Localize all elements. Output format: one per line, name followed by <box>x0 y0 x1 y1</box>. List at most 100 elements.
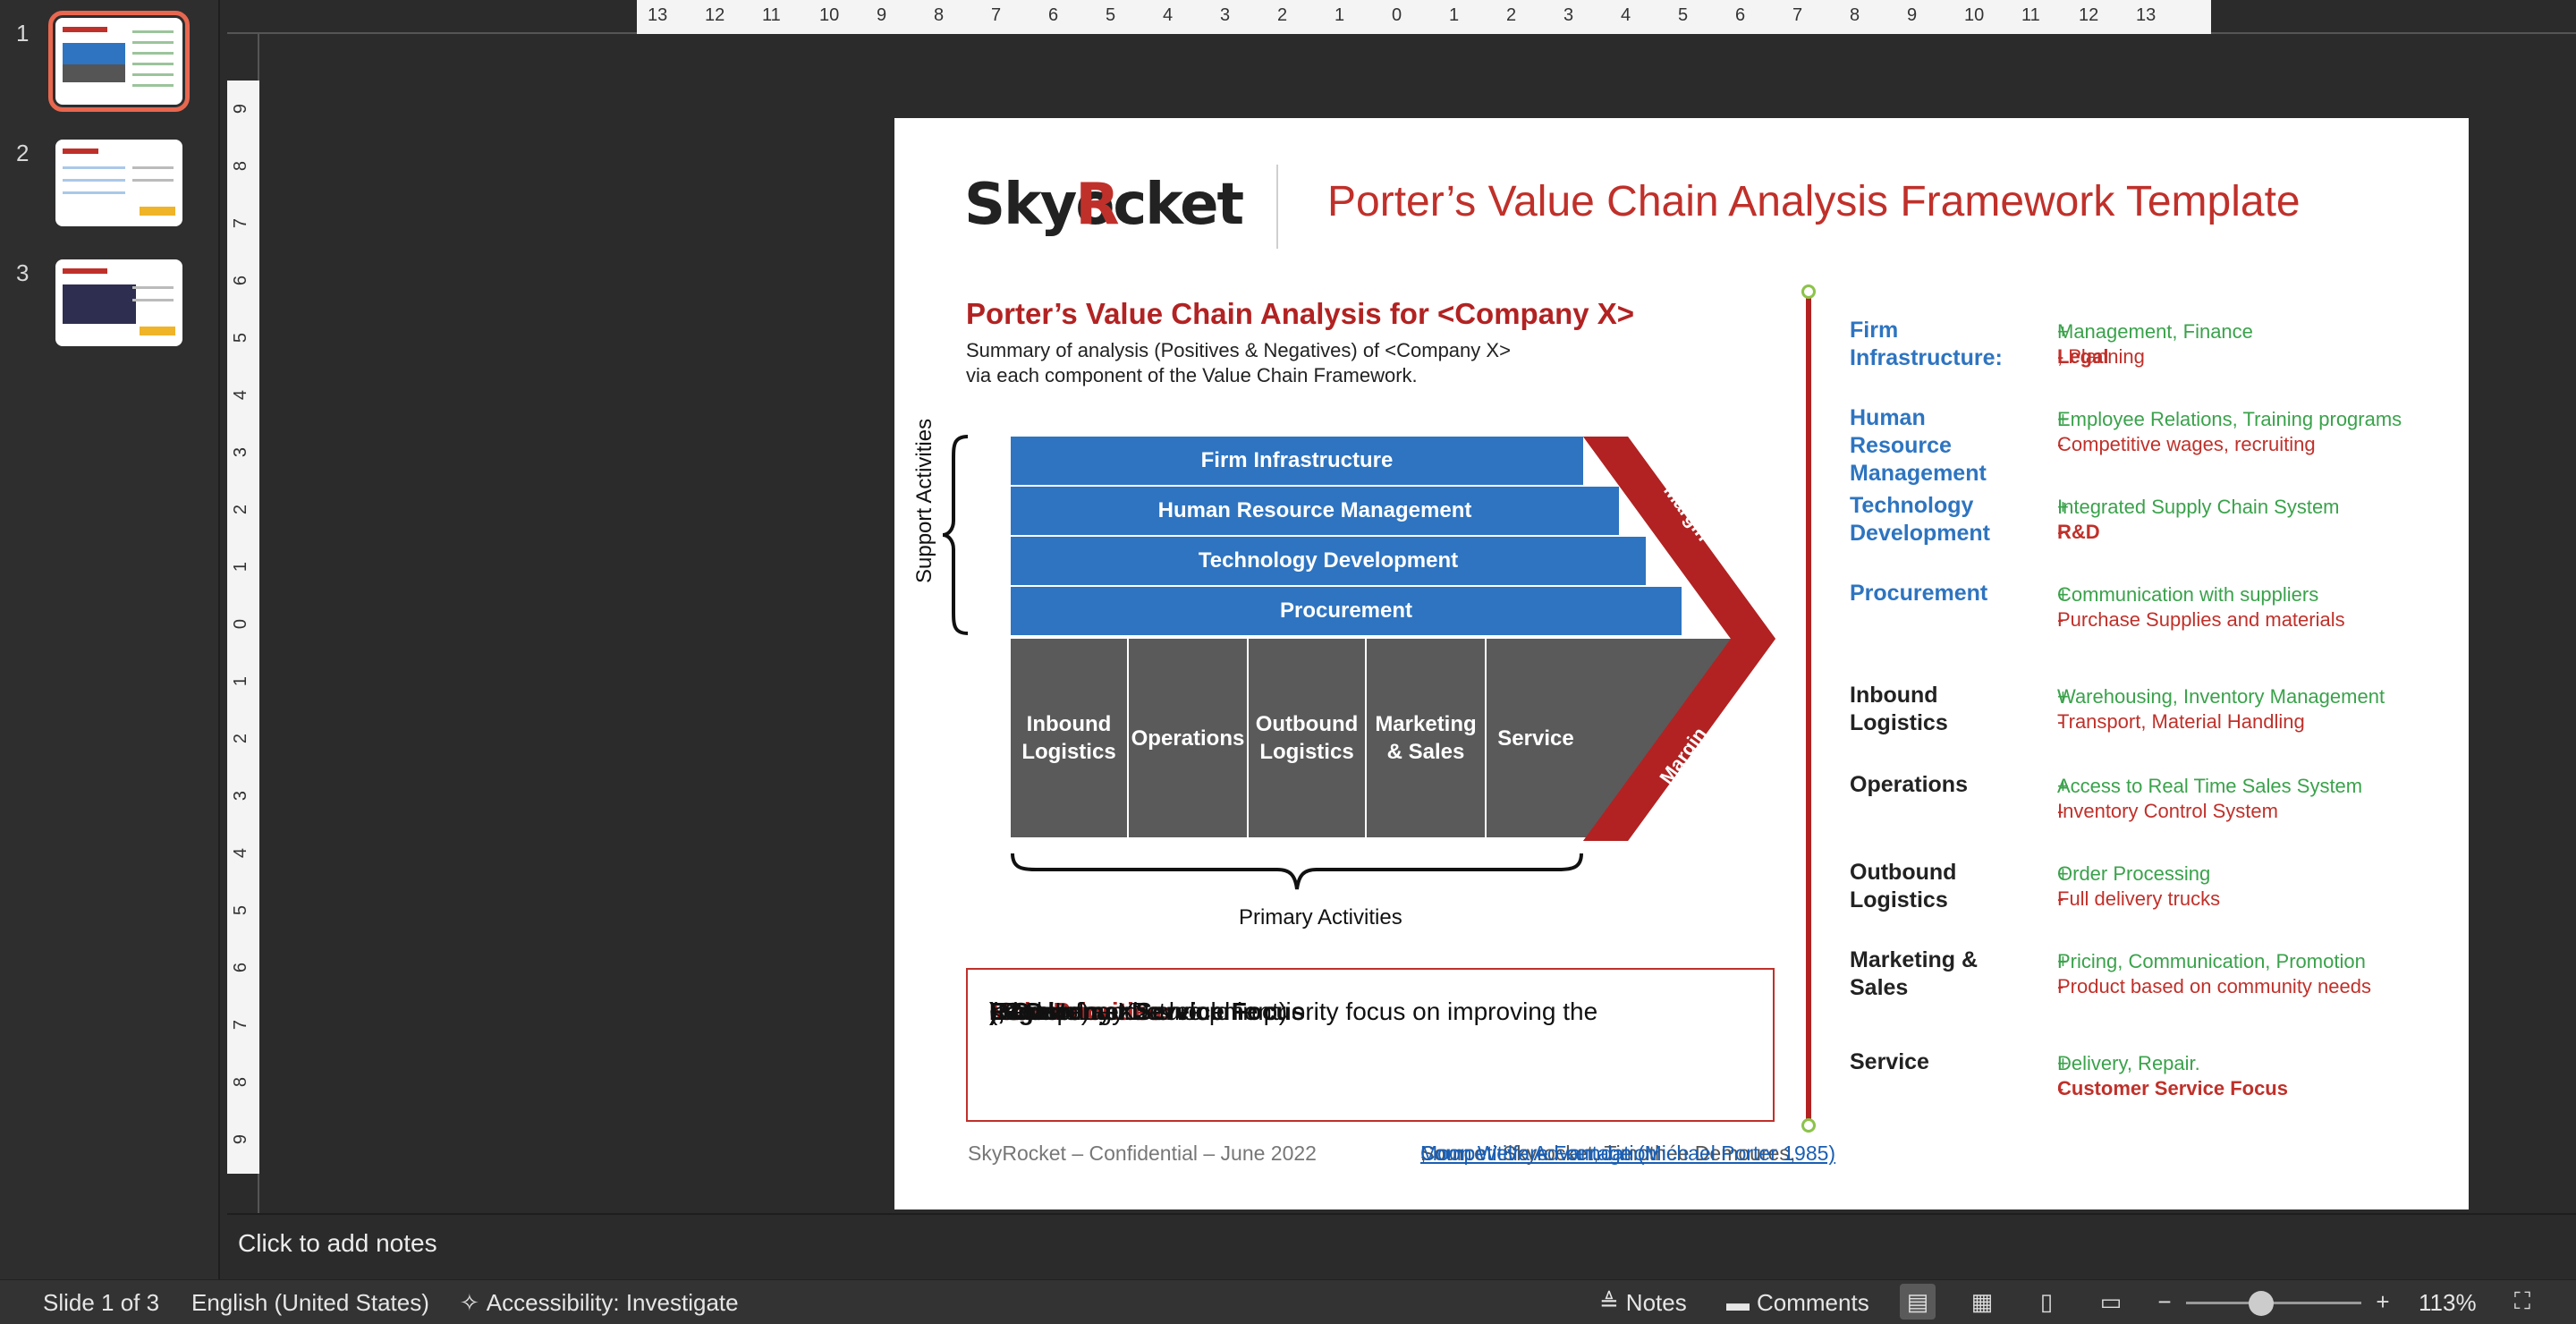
analysis-row-label: Outbound Logistics <box>1850 860 1957 912</box>
normal-view-button[interactable]: ▤ <box>1900 1284 1936 1320</box>
analysis-row-label: Service <box>1850 1049 1929 1074</box>
zoom-slider-thumb[interactable] <box>2249 1291 2275 1316</box>
ruler-tick-label: 0 <box>1392 5 1402 25</box>
ruler-tick-label: 5 <box>231 332 251 344</box>
support-bar-procurement[interactable]: Procurement <box>1011 587 1682 635</box>
notes-icon: ≜ <box>1599 1289 1619 1316</box>
ruler-tick-label: 9 <box>1907 5 1918 25</box>
thumbnail-number: 1 <box>16 20 30 47</box>
ruler-tick-label: 9 <box>231 1133 251 1145</box>
competitive-advantage-link[interactable]: Competitive Advantage (Michael Porter 19… <box>1420 1142 1836 1165</box>
ruler-tick-label: 6 <box>231 962 251 973</box>
notes-pane[interactable]: Click to add notes <box>227 1213 2576 1279</box>
primary-block-operations[interactable]: Operations <box>1129 639 1249 837</box>
footer-confidential: SkyRocket – Confidential – June 2022 <box>968 1142 1317 1165</box>
slide-thumbnail-2[interactable] <box>55 140 182 226</box>
moon-welfare-link[interactable]: Moon Welfare Foundation <box>1420 1142 1657 1165</box>
primary-activities-label: Primary Activities <box>1239 905 1402 929</box>
slideshow-button[interactable]: ▭ <box>2093 1284 2129 1320</box>
ruler-tick-label: 6 <box>1048 5 1059 25</box>
ruler-tick-label: 13 <box>648 5 668 25</box>
zoom-in-button[interactable]: + <box>2365 1284 2401 1320</box>
support-bar-firm-infrastructure[interactable]: Firm Infrastructure <box>1011 437 1583 485</box>
language-indicator[interactable]: English (United States) <box>191 1289 429 1316</box>
ruler-tick-label: 4 <box>231 389 251 401</box>
title-divider <box>1276 165 1278 249</box>
ruler-tick-label: 11 <box>762 5 781 25</box>
book-icon: ▯ <box>2039 1287 2054 1315</box>
accessibility-status[interactable]: ✧Accessibility: Investigate <box>460 1289 739 1316</box>
ruler-tick-label: 2 <box>231 504 251 515</box>
ruler-tick-label: 10 <box>819 5 840 25</box>
slide-sorter-button[interactable]: ▦ <box>1964 1284 2000 1320</box>
minus-icon: − <box>2157 1287 2172 1315</box>
timeline-divider-line <box>1806 293 1811 1127</box>
ruler-tick-label: 1 <box>1335 5 1345 25</box>
analysis-subtitle[interactable]: Porter’s Value Chain Analysis for <Compa… <box>966 297 1635 330</box>
ruler-active-region <box>637 0 2211 34</box>
fit-to-window-button[interactable]: ⛶ <box>2504 1284 2540 1320</box>
ruler-tick-label: 5 <box>1678 5 1689 25</box>
support-bar-human-resource[interactable]: Human Resource Management <box>1011 487 1619 535</box>
main-priorities-box[interactable]: Main Priorities: <Company X> should in p… <box>966 968 1775 1122</box>
ruler-tick-label: 1 <box>1449 5 1460 25</box>
line-endpoint-top <box>1801 284 1816 299</box>
ruler-tick-label: 6 <box>231 275 251 286</box>
analysis-row-label: Inbound Logistics <box>1850 683 1948 735</box>
bar-divider <box>1011 485 1610 487</box>
notes-button[interactable]: ≜Notes <box>1599 1289 1687 1316</box>
slide-thumbnail-3[interactable] <box>55 259 182 346</box>
primary-block-service[interactable]: Service <box>1487 639 1585 837</box>
margin-arrow-overlay <box>1583 437 1775 841</box>
analysis-description[interactable]: Summary of analysis (Positives & Negativ… <box>966 339 1511 386</box>
slide-thumbnail-pane: 1 2 3 <box>0 0 220 1279</box>
ruler-tick-label: 5 <box>231 904 251 916</box>
ruler-tick-label: 6 <box>1735 5 1746 25</box>
ruler-tick-label: 5 <box>1106 5 1116 25</box>
ruler-tick-label: 13 <box>2136 5 2157 25</box>
ruler-tick-label: 10 <box>1964 5 1985 25</box>
presentation-icon: ▭ <box>2099 1287 2123 1315</box>
ruler-tick-label: 2 <box>1277 5 1288 25</box>
zoom-level[interactable]: 113% <box>2419 1289 2477 1316</box>
analysis-row-label: Operations <box>1850 772 1968 797</box>
grid-icon: ▦ <box>1970 1287 1994 1315</box>
ruler-tick-label: 8 <box>231 160 251 172</box>
ruler-tick-label: 3 <box>231 790 251 802</box>
slide-counter[interactable]: Slide 1 of 3 <box>43 1289 160 1316</box>
accessibility-icon: ✧ <box>460 1289 479 1316</box>
ruler-tick-label: 4 <box>1621 5 1631 25</box>
reading-view-button[interactable]: ▯ <box>2029 1284 2064 1320</box>
bar-divider <box>1011 585 1683 587</box>
ruler-tick-label: 3 <box>1563 5 1574 25</box>
analysis-row-label: Technology Development <box>1850 493 1990 546</box>
ruler-tick-label: 0 <box>231 618 251 630</box>
slide-title[interactable]: Porter’s Value Chain Analysis Framework … <box>1327 178 2301 225</box>
comments-button[interactable]: ▬Comments <box>1726 1289 1869 1316</box>
status-bar: Slide 1 of 3 English (United States) ✧Ac… <box>0 1279 2576 1324</box>
ruler-tick-label: 1 <box>231 561 251 573</box>
analysis-row-label: Marketing & Sales <box>1850 947 1979 1000</box>
ruler-tick-label: 2 <box>1506 5 1517 25</box>
primary-brace <box>1011 853 1583 890</box>
ruler-tick-label: 3 <box>1220 5 1231 25</box>
support-bar-technology[interactable]: Technology Development <box>1011 537 1646 585</box>
slide-thumbnail-1[interactable] <box>48 11 190 112</box>
fit-window-icon: ⛶ <box>2513 1287 2531 1314</box>
primary-block-marketing[interactable]: Marketing& Sales <box>1367 639 1487 837</box>
analysis-row-label: Procurement <box>1850 581 1988 606</box>
ruler-tick-label: 7 <box>991 5 1002 25</box>
ruler-tick-label: 1 <box>231 675 251 687</box>
notes-placeholder[interactable]: Click to add notes <box>238 1229 437 1257</box>
support-activities-label: Support Activities <box>912 418 936 583</box>
zoom-out-button[interactable]: − <box>2147 1284 2182 1320</box>
service-fill <box>1583 639 1731 837</box>
bar-divider <box>1011 535 1648 537</box>
